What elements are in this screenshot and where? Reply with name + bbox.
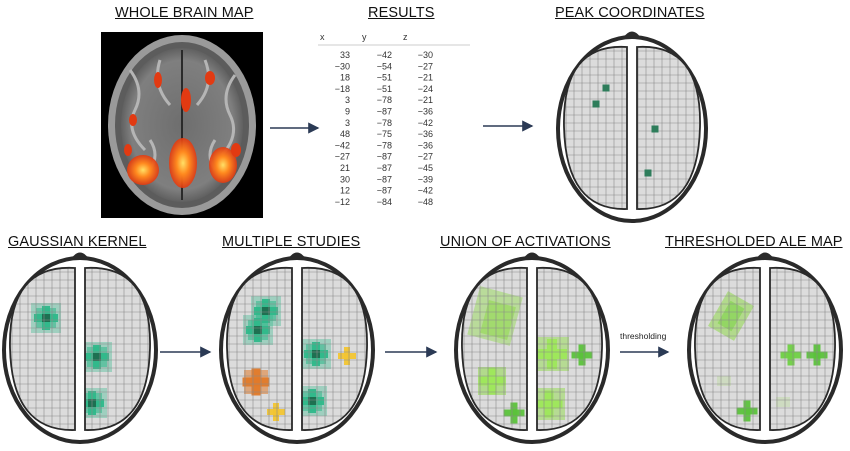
brain-grid-peak-coordinates — [556, 31, 708, 223]
peak-marker — [602, 84, 610, 92]
results-table: x y z 33 −42 −30 −30 −54 −27 18 −51 −21 −18 −51 −24 3 −7… — [318, 32, 470, 207]
results-cell: −84 — [377, 197, 392, 207]
head-top-notch — [756, 252, 774, 259]
title-union-of-activations: UNION OF ACTIVATIONS — [440, 234, 611, 250]
head-top-notch — [623, 31, 641, 38]
thresholded-faint — [776, 397, 790, 407]
results-cell: −75 — [377, 129, 392, 139]
peak-marker — [592, 100, 600, 108]
study-activation-teal — [262, 307, 270, 315]
union-activation — [510, 402, 518, 424]
results-cell: −36 — [418, 140, 433, 150]
results-cell: −54 — [377, 61, 392, 71]
results-cell: −87 — [377, 186, 392, 196]
results-cell: −21 — [418, 73, 433, 83]
results-cell: −12 — [335, 197, 350, 207]
thresholded-cluster — [743, 400, 751, 422]
title-thresholded-ale-map: THRESHOLDED ALE MAP — [665, 234, 843, 250]
study-activation-teal — [312, 350, 320, 358]
title-results: RESULTS — [368, 5, 435, 21]
results-cell: −39 — [418, 174, 433, 184]
results-cell: −36 — [418, 129, 433, 139]
gaussian-kernel — [42, 314, 50, 322]
results-cell: −30 — [418, 50, 433, 60]
thresholded-cluster — [717, 300, 745, 332]
thresholding-label: thresholding — [620, 331, 667, 341]
peak-marker — [644, 169, 652, 177]
study-activation-yellow — [273, 403, 279, 421]
results-cell: 3 — [345, 118, 350, 128]
title-gaussian-kernel: GAUSSIAN KERNEL — [8, 234, 147, 250]
results-cell: −51 — [377, 73, 392, 83]
thresholded-cluster — [787, 344, 795, 366]
study-activation-teal — [308, 397, 316, 405]
study-activation-teal — [254, 326, 262, 334]
left-hemisphere — [461, 267, 527, 431]
brain-grid-gaussian-kernel — [2, 252, 158, 444]
results-cell: −18 — [335, 84, 350, 94]
right-hemisphere — [302, 267, 368, 431]
study-activation-orange — [251, 368, 261, 396]
results-cell: 9 — [345, 107, 350, 117]
peak-marker — [651, 125, 659, 133]
results-cell: −42 — [377, 50, 392, 60]
results-cell: 21 — [340, 163, 350, 173]
head-top-notch — [523, 252, 541, 259]
thresholded-faint — [717, 376, 731, 386]
results-cell: −78 — [377, 95, 392, 105]
results-cell: −78 — [377, 118, 392, 128]
title-peak-coordinates: PEAK COORDINATES — [555, 5, 705, 21]
title-whole-brain-map: WHOLE BRAIN MAP — [115, 5, 254, 21]
results-header-y: y — [362, 32, 367, 42]
results-cell: −27 — [418, 61, 433, 71]
union-activation — [487, 367, 497, 395]
brain-grid-multiple-studies — [219, 252, 375, 444]
brain-grid-union-of-activations — [454, 252, 610, 444]
results-cell: −21 — [418, 95, 433, 105]
results-cell: −42 — [418, 186, 433, 196]
union-activation — [544, 390, 554, 418]
results-cell: −48 — [418, 197, 433, 207]
results-cell: −36 — [418, 107, 433, 117]
head-top-notch — [288, 252, 306, 259]
results-cell: −27 — [418, 152, 433, 162]
results-cell: 18 — [340, 73, 350, 83]
head-top-notch — [71, 252, 89, 259]
union-activation — [578, 344, 586, 366]
results-cell: 33 — [340, 50, 350, 60]
results-header-z: z — [403, 32, 408, 42]
results-cell: −42 — [335, 140, 350, 150]
results-cell: 30 — [340, 174, 350, 184]
results-cell: 12 — [340, 186, 350, 196]
results-cell: −87 — [377, 152, 392, 162]
title-multiple-studies: MULTIPLE STUDIES — [222, 234, 361, 250]
results-cell: −27 — [335, 152, 350, 162]
results-header-x: x — [320, 32, 325, 42]
results-cell: −30 — [335, 61, 350, 71]
results-cell: 3 — [345, 95, 350, 105]
results-cell: 48 — [340, 129, 350, 139]
activation-blobs — [124, 71, 241, 188]
results-cell: −87 — [377, 174, 392, 184]
results-cell: −87 — [377, 107, 392, 117]
left-hemisphere — [226, 267, 292, 431]
results-cell: −42 — [418, 118, 433, 128]
study-activation-yellow — [344, 347, 350, 365]
whole-brain-map-image — [101, 32, 263, 218]
brain-grid-thresholded-ale-map — [687, 252, 843, 444]
gaussian-kernel — [93, 353, 101, 361]
results-cell: −78 — [377, 140, 392, 150]
results-cell: −24 — [418, 84, 433, 94]
results-cell: −45 — [418, 163, 433, 173]
results-cell: −51 — [377, 84, 392, 94]
results-cell: −87 — [377, 163, 392, 173]
